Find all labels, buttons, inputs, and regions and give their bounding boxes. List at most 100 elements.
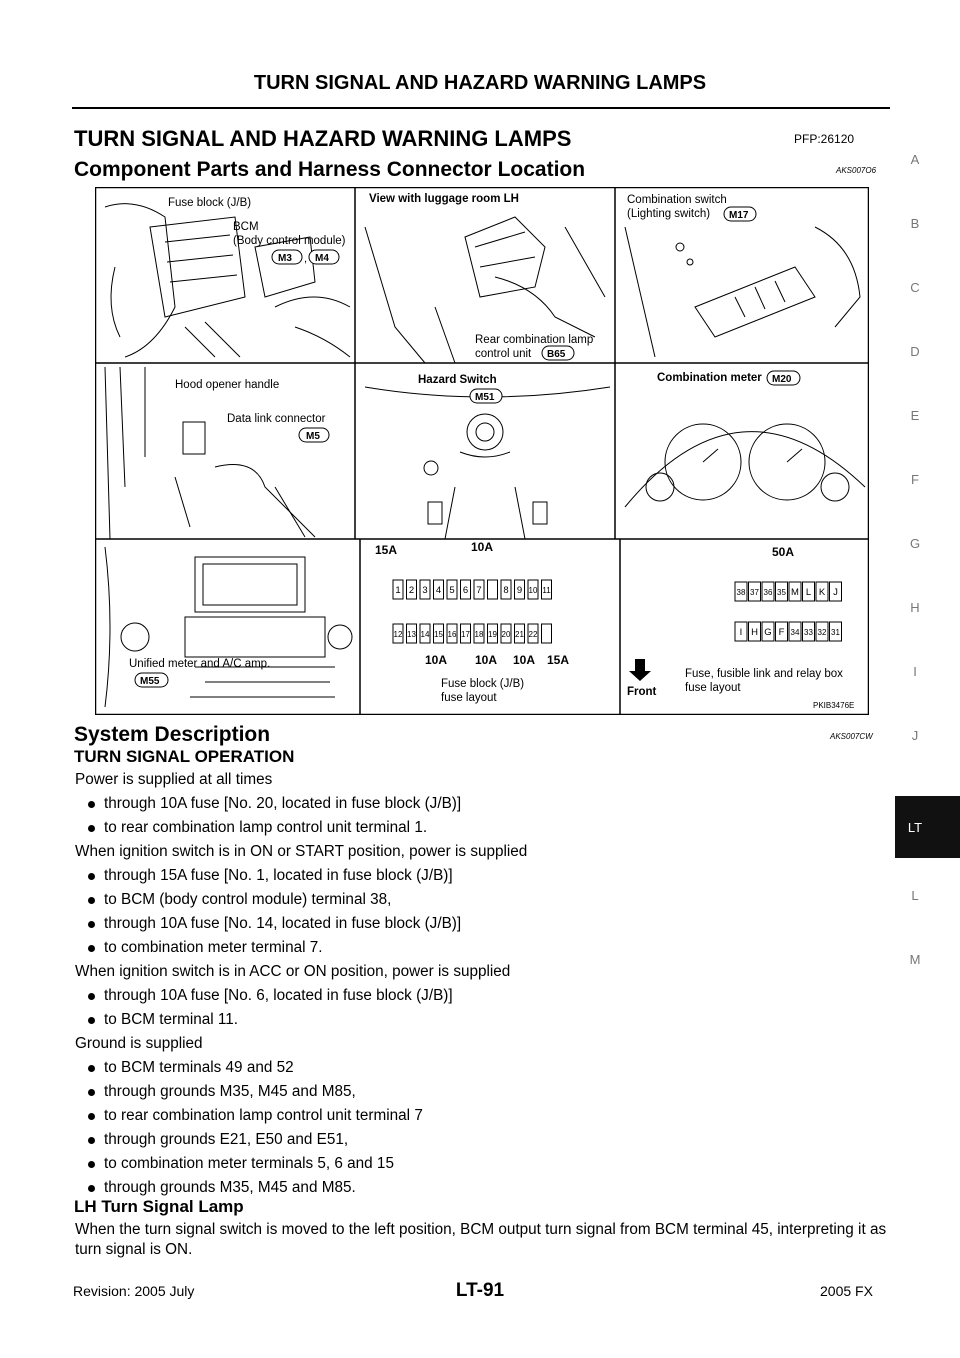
panel-luggage-room bbox=[364, 216, 606, 364]
relay-cell bbox=[802, 621, 815, 642]
fig-luggage-title: View with luggage room LH bbox=[369, 193, 519, 205]
relay-label: K bbox=[819, 587, 826, 598]
fig-amp-10a-b1: 10A bbox=[425, 653, 447, 667]
bullet-icon bbox=[88, 1065, 95, 1072]
panel-combination-meter bbox=[624, 423, 866, 508]
index-letter-l[interactable]: L bbox=[911, 888, 919, 903]
header-divider bbox=[72, 107, 890, 109]
index-active-label: LT bbox=[907, 820, 923, 835]
bullet-icon bbox=[88, 921, 95, 928]
fuse-label: 8 bbox=[503, 585, 508, 596]
index-letter-d[interactable]: D bbox=[910, 344, 920, 359]
fig-conn-m20: M20 bbox=[772, 374, 792, 385]
fuse-cell bbox=[487, 579, 498, 600]
fig-unified-meter-label: Unified meter and A/C amp. bbox=[129, 658, 270, 670]
index-letter-m[interactable]: M bbox=[909, 952, 921, 967]
relay-cell bbox=[748, 581, 761, 602]
fig-relay-layout-caption: fuse layout bbox=[685, 682, 741, 694]
fuse-cell bbox=[487, 623, 498, 644]
page-header: TURN SIGNAL AND HAZARD WARNING LAMPS bbox=[253, 72, 707, 94]
panel-unified-meter bbox=[104, 546, 353, 708]
fuse-cell bbox=[446, 623, 458, 644]
bullet-icon bbox=[88, 1089, 95, 1096]
fuse-label: 21 bbox=[515, 630, 524, 639]
paragraph-ground: Ground is supplied bbox=[75, 1035, 203, 1052]
index-active-tab[interactable] bbox=[895, 796, 960, 858]
fig-amp-10a-b3: 10A bbox=[513, 653, 535, 667]
figure-code: PKIB3476E bbox=[813, 701, 854, 710]
fig-hazard-switch-label: Hazard Switch bbox=[418, 374, 497, 386]
fuse-cell bbox=[541, 579, 552, 600]
relay-label: 33 bbox=[804, 628, 813, 637]
fuse-cell bbox=[433, 579, 444, 600]
index-letter-f[interactable]: F bbox=[911, 472, 919, 487]
relay-label: I bbox=[740, 627, 743, 638]
fuse-label: 17 bbox=[461, 630, 470, 639]
bullet-icon bbox=[88, 945, 95, 952]
fig-fuse-block-caption: Fuse block (J/B) bbox=[441, 678, 524, 690]
relay-cell bbox=[829, 621, 842, 642]
fig-rear-lamp-label-2: control unit bbox=[475, 348, 532, 360]
relay-cell bbox=[815, 621, 829, 642]
panel-hood-opener bbox=[104, 366, 316, 540]
system-description-code: AKS007CW bbox=[830, 732, 873, 741]
fig-combo-meter-label: Combination meter bbox=[657, 372, 762, 384]
bullet-icon bbox=[88, 1113, 95, 1120]
fig-fuse-block-label: Fuse block (J/B) bbox=[168, 197, 251, 209]
lh-turn-signal-text: When the turn signal switch is moved to … bbox=[75, 1221, 887, 1258]
fuse-label: 2 bbox=[409, 585, 414, 596]
fuse-label: 7 bbox=[476, 585, 481, 596]
fuse-cell bbox=[433, 623, 444, 644]
fuse-cell bbox=[500, 579, 512, 600]
index-letter-a[interactable]: A bbox=[910, 152, 920, 167]
fig-conn-m5: M5 bbox=[306, 431, 320, 442]
paragraph-always-power: Power is supplied at all times bbox=[75, 771, 273, 788]
fuse-cell bbox=[514, 623, 525, 644]
fuse-label: 9 bbox=[517, 585, 522, 596]
index-letter-h[interactable]: H bbox=[910, 600, 920, 615]
fig-conn-m3: M3 bbox=[278, 253, 292, 264]
index-letter-g[interactable]: G bbox=[909, 536, 921, 551]
fuse-label: 22 bbox=[529, 630, 538, 639]
index-letter-e[interactable]: E bbox=[910, 408, 920, 423]
relay-cell bbox=[802, 581, 815, 602]
front-arrow-icon bbox=[629, 659, 651, 681]
index-letter-c[interactable]: C bbox=[910, 280, 920, 295]
component-location-figure: Fuse block (J/B) BCM (Body control modul… bbox=[95, 187, 869, 715]
index-letter-j[interactable]: J bbox=[911, 728, 919, 743]
relay-label: 35 bbox=[777, 588, 786, 597]
relay-label: 34 bbox=[791, 628, 800, 637]
relay-label: 37 bbox=[750, 588, 759, 597]
relay-label: 36 bbox=[764, 588, 773, 597]
bullet-icon bbox=[88, 1017, 95, 1024]
fuse-label: 10 bbox=[529, 586, 538, 595]
bullet-icon bbox=[88, 1137, 95, 1144]
relay-cell bbox=[761, 581, 775, 602]
fuse-label: 19 bbox=[488, 630, 497, 639]
fuse-cell bbox=[419, 579, 431, 600]
part-number: PFP:26120 bbox=[794, 132, 855, 146]
fuse-cell bbox=[473, 579, 485, 600]
fuse-cell bbox=[541, 623, 552, 644]
fuse-label: 3 bbox=[422, 585, 427, 596]
panel-fuse-block-bcm bbox=[104, 203, 351, 358]
fuse-cell bbox=[406, 579, 417, 600]
relay-cell bbox=[788, 621, 802, 642]
fuse-label: 1 bbox=[395, 585, 400, 596]
relay-label: M bbox=[791, 587, 799, 598]
fuse-cell bbox=[419, 623, 431, 644]
fig-rear-lamp-label: Rear combination lamp bbox=[475, 334, 593, 346]
fig-fuse-layout-caption: fuse layout bbox=[441, 692, 497, 704]
fig-conn-m51: M51 bbox=[475, 392, 495, 403]
fig-conn-m55: M55 bbox=[140, 676, 160, 687]
relay-label: 32 bbox=[818, 628, 827, 637]
index-letter-b[interactable]: B bbox=[910, 216, 920, 231]
fig-relay-box-caption: Fuse, fusible link and relay box bbox=[685, 668, 843, 680]
fuse-label: 6 bbox=[463, 585, 468, 596]
fig-data-link-label: Data link connector bbox=[227, 413, 326, 425]
fuse-label: 16 bbox=[448, 630, 457, 639]
system-description-heading: System Description bbox=[74, 723, 271, 746]
index-letter-i[interactable]: I bbox=[913, 664, 917, 679]
relay-cell bbox=[815, 581, 829, 602]
fuse-label: 13 bbox=[407, 630, 416, 639]
